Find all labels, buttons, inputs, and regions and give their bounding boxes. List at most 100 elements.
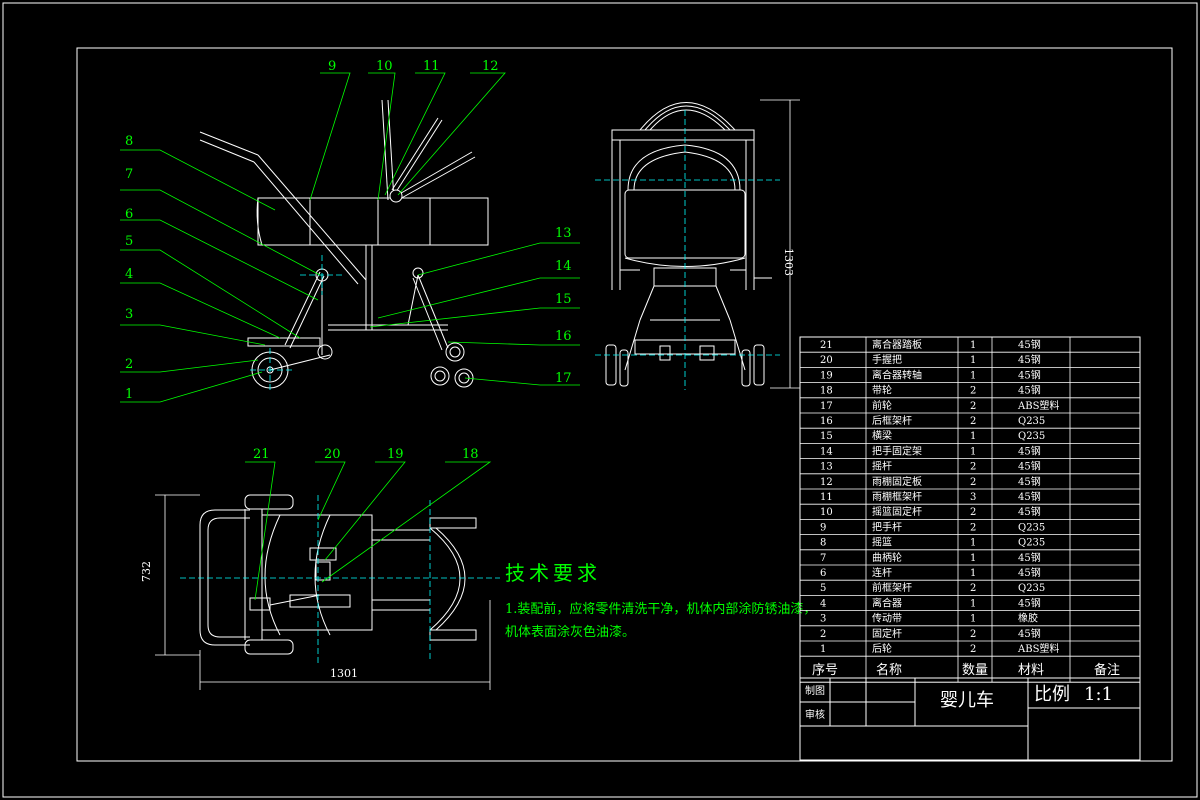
bom-cell-qty: 1 — [970, 614, 976, 625]
scale-label: 比例 — [1034, 684, 1070, 705]
bom-header-material: 材料 — [1018, 663, 1044, 678]
bom-cell-qty: 3 — [970, 492, 976, 503]
bom-cell-seq: 11 — [820, 492, 833, 503]
bom-cell-material: ABS塑料 — [1017, 399, 1059, 412]
bom-cell-material: 橡胶 — [1018, 612, 1038, 625]
bom-cell-qty: 2 — [970, 629, 976, 640]
bom-cell-material: ABS塑料 — [1017, 642, 1059, 655]
bom-cell-seq: 12 — [820, 477, 833, 488]
top-centerlines — [180, 495, 500, 665]
callout-15: 15 — [555, 292, 572, 307]
bom-header-note: 备注 — [1094, 662, 1120, 678]
bom-cell-name: 后轮 — [872, 642, 892, 655]
bom-cell-qty: 1 — [970, 446, 976, 457]
bom-cell-name: 固定杆 — [872, 627, 902, 640]
bom-cell-material: 45钢 — [1018, 368, 1041, 381]
bom-cell-material: Q235 — [1018, 522, 1045, 533]
drawn-label: 制图 — [805, 684, 825, 697]
callout-5: 5 — [125, 234, 133, 249]
bom-cell-name: 摇篮固定杆 — [872, 505, 922, 518]
drawing-name: 婴儿车 — [940, 690, 994, 711]
title-block — [799, 677, 1141, 761]
bom-cell-seq: 17 — [820, 401, 833, 412]
callout-9: 9 — [328, 59, 336, 74]
bom-cell-name: 连杆 — [872, 566, 892, 579]
bom-cell-material: 45钢 — [1018, 353, 1041, 366]
bom-cell-seq: 6 — [820, 568, 826, 579]
bom-cell-material: Q235 — [1018, 431, 1045, 442]
bom-cell-qty: 1 — [970, 568, 976, 579]
bom-cell-seq: 15 — [820, 431, 833, 442]
bom-cell-material: Q235 — [1018, 583, 1045, 594]
side-centerlines — [250, 255, 345, 392]
callout-2: 2 — [125, 357, 133, 372]
side-view — [199, 99, 489, 389]
bom-cell-name: 横梁 — [872, 429, 892, 442]
bom-cell-name: 带轮 — [872, 384, 892, 397]
bom-cell-qty: 2 — [970, 401, 976, 412]
callout-10: 10 — [376, 59, 393, 74]
bom-cell-material: Q235 — [1018, 416, 1045, 427]
callout-3: 3 — [125, 307, 133, 322]
bom-cell-material: Q235 — [1018, 538, 1045, 549]
callout-6: 6 — [125, 207, 133, 222]
height-dimension — [760, 99, 800, 389]
bom-cell-qty: 1 — [970, 431, 976, 442]
bom-cell-material: 45钢 — [1018, 444, 1041, 457]
callout-21: 21 — [253, 447, 270, 462]
bom-cell-name: 离合器踏板 — [872, 338, 922, 351]
callout-14: 14 — [555, 259, 572, 274]
bom-cell-qty: 2 — [970, 507, 976, 518]
front-wheel — [445, 342, 465, 362]
bom-cell-seq: 18 — [820, 386, 833, 397]
bom-cell-material: 45钢 — [1018, 384, 1041, 397]
bom-cell-qty: 2 — [970, 462, 976, 473]
bom-cell-name: 把手杆 — [872, 520, 902, 533]
bom-cell-name: 曲柄轮 — [872, 551, 902, 564]
bom-cell-seq: 8 — [820, 538, 826, 549]
callout-11: 11 — [423, 59, 440, 74]
front-centerlines — [595, 110, 780, 390]
bom-cell-material: 45钢 — [1018, 338, 1041, 351]
width-dimension-text: 732 — [140, 561, 153, 582]
bom-cell-qty: 2 — [970, 386, 976, 397]
bom-header-name: 名称 — [876, 662, 902, 678]
bom-frame — [799, 336, 1141, 683]
bom-cell-qty: 2 — [970, 522, 976, 533]
top-leaders — [245, 461, 492, 601]
bom-cell-seq: 20 — [820, 355, 833, 366]
top-view — [199, 494, 477, 655]
callout-17: 17 — [555, 371, 572, 386]
bom-cell-seq: 14 — [820, 446, 833, 457]
bom-cell-name: 前轮 — [872, 399, 892, 412]
bom-cell-name: 后框架杆 — [872, 414, 912, 427]
top-cradle-arc — [429, 527, 461, 631]
bom-cell-seq: 7 — [820, 553, 826, 564]
inner-border — [76, 47, 1173, 762]
top-dimensions — [155, 494, 491, 690]
side-callouts: 1 2 3 4 5 6 7 8 9 10 11 12 13 14 15 16 1… — [125, 59, 572, 402]
bom-cell-seq: 9 — [820, 522, 826, 533]
front-view — [605, 102, 772, 387]
callout-8: 8 — [125, 134, 133, 149]
bom-cell-seq: 10 — [820, 507, 833, 518]
cradle-basket — [257, 197, 489, 246]
side-leaders — [120, 72, 580, 403]
height-dimension-text: 1303 — [782, 248, 795, 276]
tech-line-1: 1.装配前，应将零件清洗干净，机体内部涂防锈油漆， — [505, 601, 816, 617]
bom-cell-name: 离合器转轴 — [872, 368, 922, 381]
bom-header-seq: 序号 — [812, 663, 838, 678]
tech-title: 技术要求 — [505, 561, 601, 585]
bom-cell-name: 前框架杆 — [872, 581, 912, 594]
top-callouts: 21 20 19 18 — [253, 447, 479, 462]
callout-20: 20 — [324, 447, 341, 462]
bom-cell-name: 摇篮 — [872, 536, 892, 549]
bom-cell-qty: 1 — [970, 598, 976, 609]
bom-cell-seq: 1 — [820, 644, 826, 655]
bom-cell-qty: 1 — [970, 553, 976, 564]
checked-label: 审核 — [805, 708, 825, 721]
bom-cell-material: 45钢 — [1018, 475, 1041, 488]
bom-cell-seq: 5 — [820, 583, 826, 594]
